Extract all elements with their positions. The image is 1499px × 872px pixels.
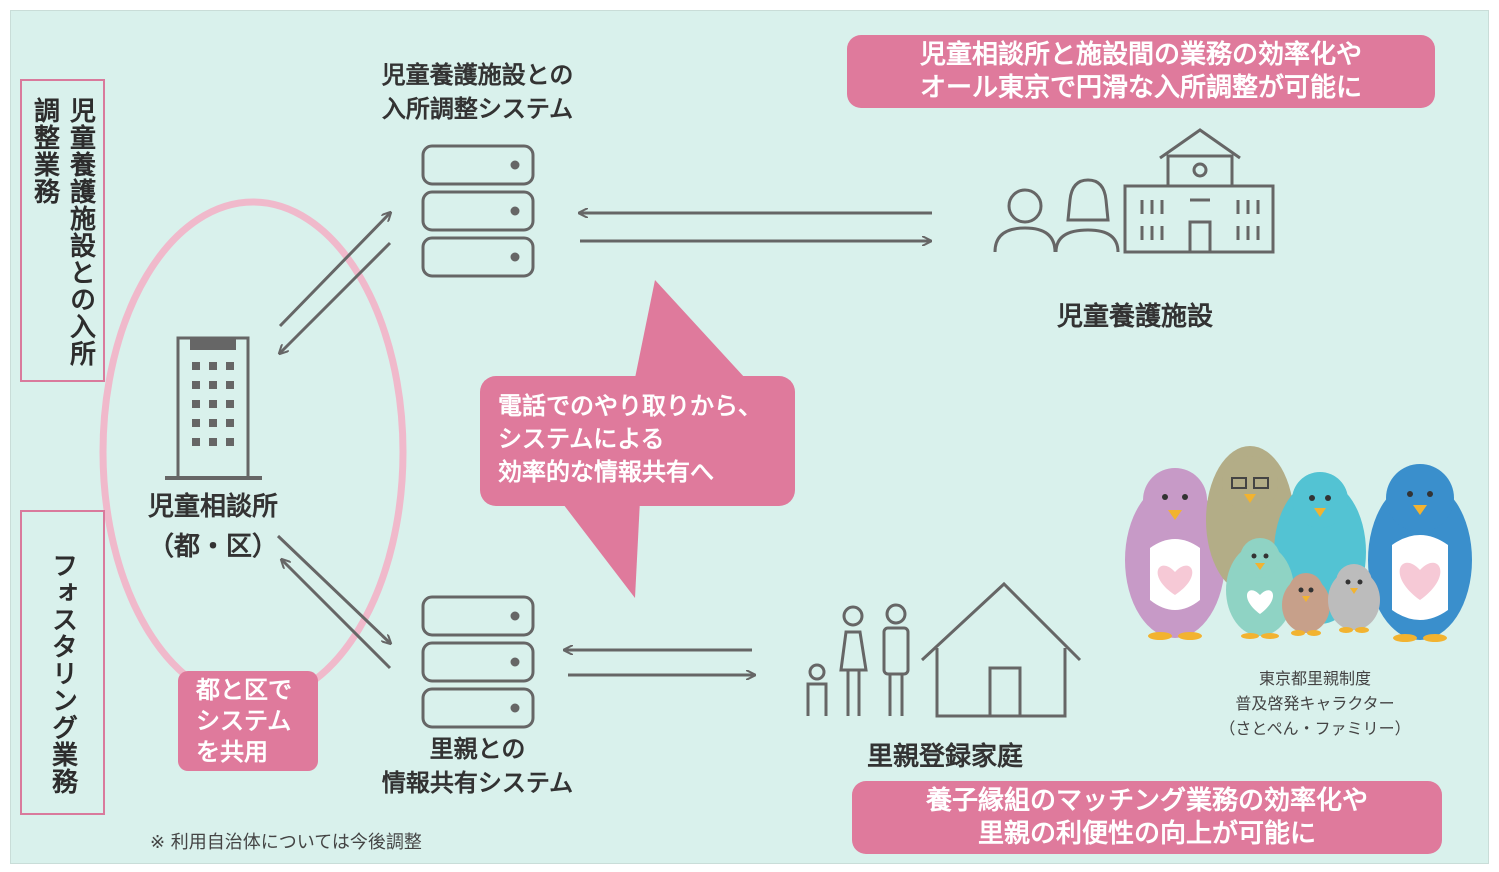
mascot-caption: 東京都里親制度 普及啓発キャラクター （さとぺん・ファミリー） — [1165, 666, 1465, 741]
child-guidance-center-label: 児童相談所 （都・区） — [128, 487, 298, 567]
top-system-title-line2: 入所調整システム — [381, 95, 574, 123]
school-building-icon — [1123, 128, 1275, 254]
label-fostering-work: フォスタリング業務 — [20, 510, 105, 815]
top-banner-line1: 児童相談所と施設間の業務の効率化や — [919, 39, 1362, 70]
foster-home-label: 里親登録家庭 — [866, 742, 1023, 772]
mascot-penguins-illustration — [1125, 446, 1472, 642]
family-icon — [806, 603, 910, 716]
mascot-caption-line1: 東京都里親制度 — [1258, 669, 1371, 688]
label-admission-coordination-work: 児童養護施設との入所調整業務 — [20, 79, 105, 382]
bottom-banner-line1: 養子縁組のマッチング業務の効率化や — [925, 785, 1368, 816]
top-benefit-banner: 児童相談所と施設間の業務の効率化や オール東京で円滑な入所調整が可能に — [847, 35, 1435, 108]
mascot-caption-line3: （さとぺん・ファミリー） — [1219, 719, 1411, 738]
arrow-office-to-bottom-system — [276, 534, 390, 643]
database-icon — [421, 595, 535, 729]
top-system-title-line1: 児童養護施設との — [381, 61, 574, 89]
house-icon — [920, 581, 1082, 718]
callout-bubble — [480, 280, 795, 598]
footnote: ※ 利用自治体については今後調整 — [150, 832, 422, 853]
top-system-title: 児童養護施設との 入所調整システム — [345, 58, 610, 126]
label-admission-coordination-text: 児童養護施設との入所調整業務 — [29, 97, 96, 367]
bottom-system-title-line2: 情報共有システム — [381, 769, 574, 797]
caregivers-icon — [993, 178, 1120, 253]
office-building-icon — [165, 336, 262, 480]
child-guidance-center-scope: （都・区） — [147, 532, 278, 562]
child-guidance-center-name: 児童相談所 — [147, 492, 278, 522]
bottom-banner-line2: 里親の利便性の向上が可能に — [977, 818, 1316, 849]
callout-text: 電話でのやり取りから、 システムによる 効率的な情報共有へ — [498, 390, 788, 489]
label-fostering-text: フォスタリング業務 — [47, 552, 78, 795]
arrow-office-to-top-system — [278, 213, 390, 328]
top-banner-line2: オール東京で円滑な入所調整が可能に — [919, 72, 1362, 103]
callout-line1: 電話でのやり取りから、 — [498, 392, 762, 420]
shared-system-box: 都と区で システム を共用 — [178, 671, 318, 771]
callout-line3: 効率的な情報共有へ — [498, 458, 714, 486]
callout-line2: システムによる — [498, 425, 665, 453]
facility-label: 児童養護施設 — [1056, 302, 1213, 332]
shared-box-line3: を共用 — [196, 737, 268, 766]
bottom-system-title-line1: 里親との — [429, 735, 526, 763]
database-icon — [421, 144, 535, 278]
bottom-system-title: 里親との 情報共有システム — [345, 732, 610, 800]
shared-box-line1: 都と区で — [196, 675, 292, 704]
arrow-bottom-system-to-office — [282, 560, 392, 670]
arrow-top-system-to-office — [280, 241, 392, 353]
shared-box-line2: システム — [196, 706, 292, 735]
bottom-benefit-banner: 養子縁組のマッチング業務の効率化や 里親の利便性の向上が可能に — [852, 781, 1442, 854]
mascot-caption-line2: 普及啓発キャラクター — [1235, 694, 1395, 713]
